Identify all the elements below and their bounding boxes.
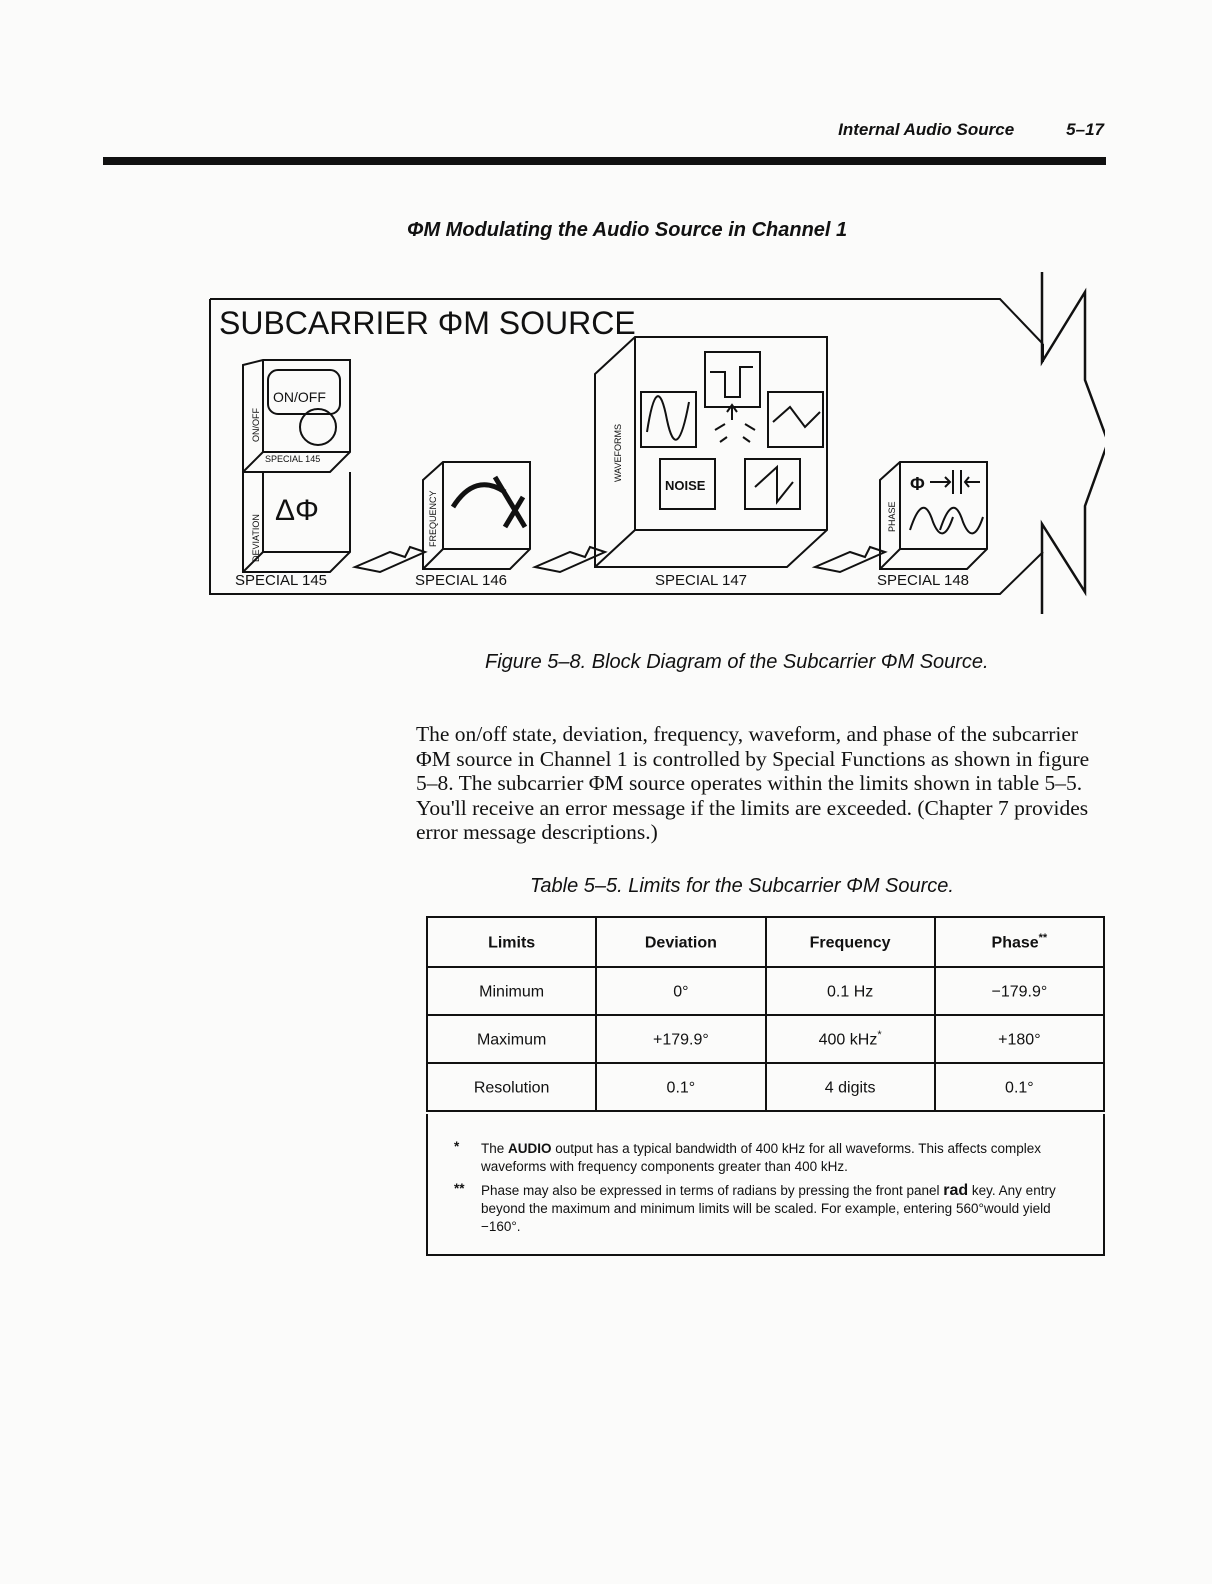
column-header: Frequency bbox=[766, 917, 935, 967]
waveforms-block: WAVEFORMS NOISE bbox=[595, 337, 827, 567]
header-rule bbox=[103, 157, 1106, 165]
deviation-face-label: ΔΦ bbox=[275, 494, 319, 527]
page-number: 5–17 bbox=[1066, 120, 1104, 139]
onoff-side-label: ON/OFF bbox=[251, 408, 261, 442]
table-cell: 400 kHz* bbox=[766, 1015, 935, 1063]
table-row: Resolution 0.1° 4 digits 0.1° bbox=[427, 1063, 1104, 1111]
connector-arrow bbox=[355, 547, 425, 572]
table-cell: −179.9° bbox=[935, 967, 1104, 1015]
table-caption: Table 5–5. Limits for the Subcarrier ΦM … bbox=[530, 875, 954, 898]
table-cell: Minimum bbox=[427, 967, 596, 1015]
footnote-mark: ** bbox=[454, 1180, 465, 1198]
table-row: Maximum +179.9° 400 kHz* +180° bbox=[427, 1015, 1104, 1063]
sine-wave-icon bbox=[647, 396, 689, 440]
frequency-side-label: FREQUENCY bbox=[428, 490, 438, 547]
limits-table: Limits Deviation Frequency Phase** Minim… bbox=[426, 916, 1105, 1112]
onoff-special-tag: SPECIAL 145 bbox=[265, 454, 320, 464]
table-cell: 0.1° bbox=[596, 1063, 765, 1111]
table-footnotes: * The AUDIO output has a typical bandwid… bbox=[426, 1114, 1105, 1256]
onoff-face-label: ON/OFF bbox=[273, 389, 326, 405]
phase-waves-icon bbox=[910, 508, 983, 534]
frequency-knob-icon bbox=[453, 477, 525, 527]
special-label: SPECIAL 145 bbox=[235, 572, 327, 589]
phase-face-label: Φ bbox=[910, 474, 925, 494]
block-diagram: SUBCARRIER ΦM SOURCE ON/OFF ON/OFF SPECI… bbox=[205, 262, 1105, 622]
phase-block: PHASE Φ bbox=[880, 462, 987, 569]
table-cell: Maximum bbox=[427, 1015, 596, 1063]
figure-caption: Figure 5–8. Block Diagram of the Subcarr… bbox=[485, 651, 989, 674]
table-row: Minimum 0° 0.1 Hz −179.9° bbox=[427, 967, 1104, 1015]
special-label: SPECIAL 147 bbox=[655, 572, 747, 589]
selector-arrows-icon bbox=[715, 405, 755, 442]
footnote: Phase may also be expressed in terms of … bbox=[481, 1182, 1081, 1236]
connector-arrow bbox=[815, 547, 885, 572]
frequency-block: FREQUENCY bbox=[423, 462, 530, 569]
onoff-block: ON/OFF ON/OFF SPECIAL 145 bbox=[243, 360, 350, 472]
footnote-mark: * bbox=[454, 1138, 459, 1156]
sawtooth-wave-icon bbox=[755, 467, 793, 502]
phase-arrows-icon bbox=[930, 470, 980, 494]
table-cell: +179.9° bbox=[596, 1015, 765, 1063]
footnote: The AUDIO output has a typical bandwidth… bbox=[481, 1140, 1081, 1176]
column-header: Phase** bbox=[935, 917, 1104, 967]
column-header: Deviation bbox=[596, 917, 765, 967]
section-heading: ΦM Modulating the Audio Source in Channe… bbox=[407, 219, 847, 242]
table-cell: 0.1 Hz bbox=[766, 967, 935, 1015]
noise-label: NOISE bbox=[665, 478, 706, 493]
table-header-row: Limits Deviation Frequency Phase** bbox=[427, 917, 1104, 967]
table-cell: 4 digits bbox=[766, 1063, 935, 1111]
section-title: Internal Audio Source bbox=[838, 120, 1014, 139]
body-paragraph: The on/off state, deviation, frequency, … bbox=[416, 722, 1116, 845]
triangle-wave-icon bbox=[773, 407, 820, 427]
deviation-side-label: DEVIATION bbox=[251, 514, 261, 562]
special-label: SPECIAL 146 bbox=[415, 572, 507, 589]
running-head: Internal Audio Source 5–17 bbox=[0, 120, 1104, 140]
table-cell: Resolution bbox=[427, 1063, 596, 1111]
diagram-title: SUBCARRIER ΦM SOURCE bbox=[219, 305, 636, 341]
square-wave-icon bbox=[710, 367, 753, 397]
table-cell: 0° bbox=[596, 967, 765, 1015]
arrow-head bbox=[1042, 272, 1105, 614]
phase-side-label: PHASE bbox=[887, 501, 897, 532]
special-label: SPECIAL 148 bbox=[877, 572, 969, 589]
table-cell: 0.1° bbox=[935, 1063, 1104, 1111]
waveforms-side-label: WAVEFORMS bbox=[613, 424, 623, 482]
deviation-block: DEVIATION ΔΦ bbox=[243, 472, 350, 572]
table-cell: +180° bbox=[935, 1015, 1104, 1063]
column-header: Limits bbox=[427, 917, 596, 967]
